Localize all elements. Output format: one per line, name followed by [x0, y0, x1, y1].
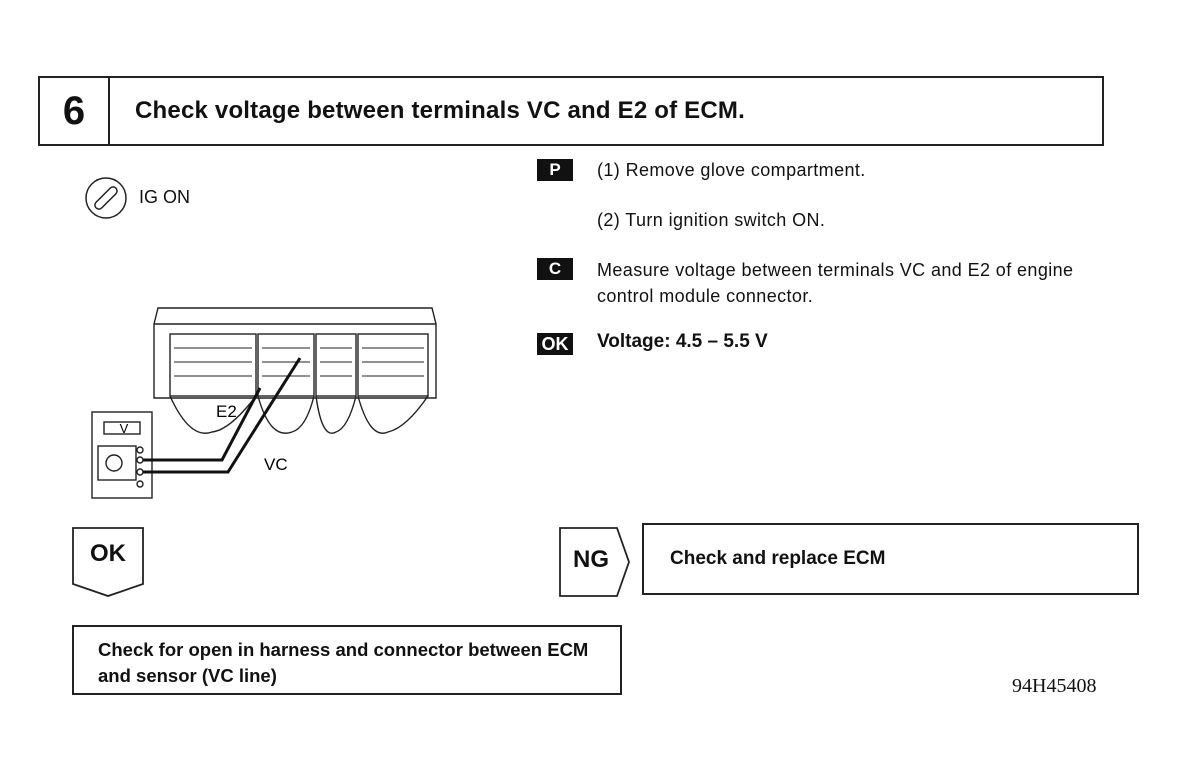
meter-label: V [120, 421, 129, 436]
figure-code: 94H45408 [1012, 675, 1097, 697]
step-title: Check voltage between terminals VC and E… [135, 97, 745, 124]
ok-result-shape [72, 527, 144, 597]
ok-result-label: OK [90, 540, 126, 567]
ng-action-text: Check and replace ECM [670, 548, 886, 569]
terminal-vc-label: VC [264, 455, 288, 474]
terminal-e2-label: E2 [216, 402, 237, 421]
check-instruction: Measure voltage between terminals VC and… [597, 260, 1074, 306]
voltage-spec: Voltage: 4.5 – 5.5 V [597, 331, 768, 352]
ok-action-text: Check for open in harness and connector … [98, 639, 589, 686]
ok-tag: OK [537, 333, 573, 355]
prep-step-1: (1) Remove glove compartment. [597, 160, 866, 180]
ignition-key-icon [85, 177, 127, 219]
step-header: 6 Check voltage between terminals VC and… [38, 76, 1104, 146]
prep-tag: P [537, 159, 573, 181]
ok-action-box: Check for open in harness and connector … [72, 625, 622, 695]
prep-step-2: (2) Turn ignition switch ON. [597, 210, 826, 230]
ig-on-label: IG ON [139, 187, 191, 207]
ng-action-box: Check and replace ECM [642, 523, 1139, 595]
check-tag: C [537, 258, 573, 280]
ng-result-label: NG [573, 546, 609, 573]
ng-result-shape [559, 527, 630, 597]
ecm-connector-diagram: V E2 VC [91, 307, 437, 499]
step-number: 6 [40, 78, 110, 144]
